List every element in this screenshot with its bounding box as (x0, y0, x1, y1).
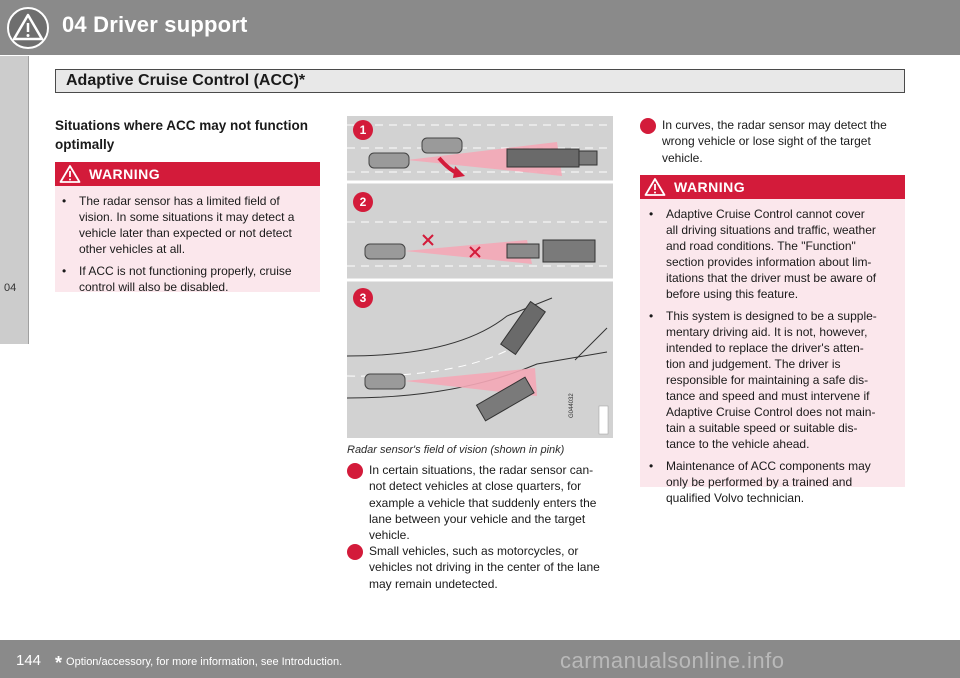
footnote: *Option/accessory, for more information,… (55, 653, 343, 673)
chapter-side-tab: 04 (0, 56, 29, 344)
warning-list: •The radar sensor has a limited field of… (59, 193, 311, 301)
warning-box-right: WARNING • Adaptive Cruise Control cannot… (640, 175, 905, 505)
warning-title: WARNING (89, 166, 161, 182)
chapter-header: 04 Driver support (0, 0, 960, 55)
section-title-box: Adaptive Cruise Control (ACC)* (55, 69, 905, 93)
number-3-icon (640, 118, 656, 134)
page-footer: 144 *Option/accessory, for more informat… (0, 640, 960, 678)
warning-item: •If ACC is not functioning properly, cru… (62, 264, 292, 294)
figure-code: G044032 (569, 393, 575, 418)
number-1-icon (347, 463, 363, 479)
warning-header: WARNING (640, 175, 905, 199)
warning-icon (59, 165, 81, 183)
side-tab-label: 04 (4, 282, 17, 294)
warning-triangle-icon (7, 7, 49, 49)
warning-item: • This system is designed to be a supple… (649, 309, 877, 451)
marker-3: 3 (353, 288, 373, 308)
warning-header: WARNING (55, 162, 320, 186)
warning-icon (644, 178, 666, 196)
page-number: 144 (16, 652, 42, 669)
warning-title: WARNING (674, 179, 746, 195)
section-title: Adaptive Cruise Control (ACC)* (66, 72, 306, 89)
watermark: carmanualsonline.info (560, 648, 785, 673)
situations-heading: Situations where ACC may not function op… (55, 118, 309, 152)
radar-field-illustration: 1 2 3 G044032 (347, 116, 613, 438)
warning-box-left: WARNING •The radar sensor has a limited … (55, 162, 320, 294)
warning-item: •The radar sensor has a limited field of… (62, 194, 295, 256)
number-2-icon (347, 544, 363, 560)
marker-2: 2 (353, 192, 373, 212)
figure-caption: Radar sensor's field of vision (shown in… (347, 444, 565, 456)
chapter-title: 04 Driver support (62, 12, 248, 37)
marker-1: 1 (353, 120, 373, 140)
